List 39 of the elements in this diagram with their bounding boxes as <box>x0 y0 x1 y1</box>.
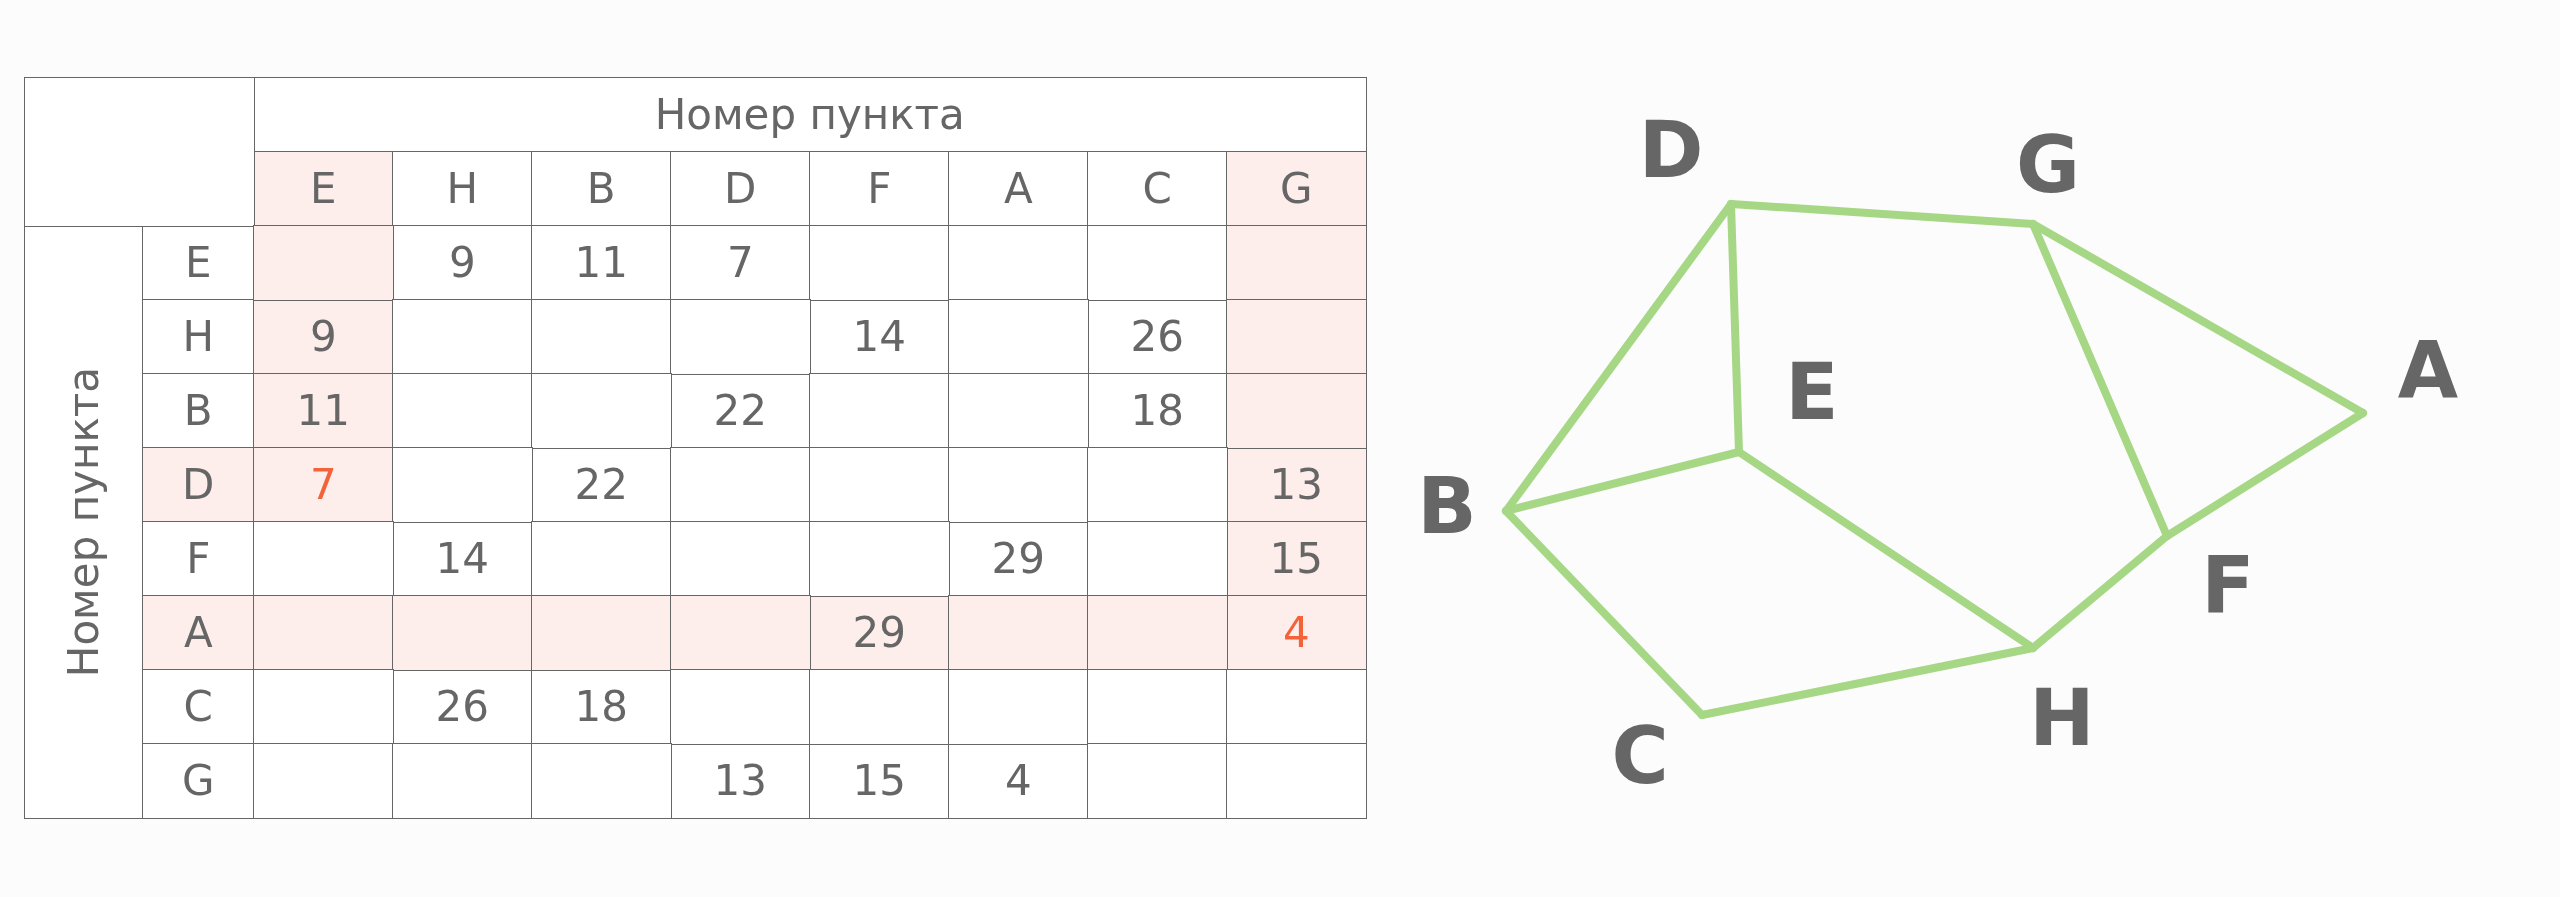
table-cell: 15 <box>1226 521 1367 597</box>
vertex-label: H <box>2029 679 2095 757</box>
table-cell: G <box>142 743 255 819</box>
table-cell: C <box>1087 151 1228 227</box>
table-cell: 9 <box>253 299 394 375</box>
table-cell: 29 <box>809 595 950 671</box>
table-cell: A <box>948 151 1089 227</box>
graph-edge <box>1502 507 1706 719</box>
table-cell: B <box>142 373 255 449</box>
table-cell: 15 <box>809 743 950 819</box>
table-cell: 7 <box>670 225 811 301</box>
table-cell: E <box>253 151 394 227</box>
table-cell: 11 <box>253 373 394 449</box>
table-cell: D <box>142 447 255 523</box>
vertex-label: A <box>2397 331 2459 409</box>
table-cell: F <box>809 151 950 227</box>
table-cell: 13 <box>1226 447 1367 523</box>
table-cell: F <box>142 521 255 597</box>
table-cell: D <box>670 151 811 227</box>
vertex-label: C <box>1611 717 1669 795</box>
vertex-label: F <box>2201 546 2255 624</box>
table-cell: B <box>531 151 672 227</box>
vertex-label: G <box>2016 126 2080 204</box>
table-cell: H <box>392 151 533 227</box>
table-cell: A <box>142 595 255 671</box>
table-cell: 4 <box>1226 595 1367 671</box>
table-cell: H <box>142 299 255 375</box>
table-cell: 7 <box>253 447 394 523</box>
table-cell: 4 <box>948 743 1089 819</box>
graph-edge <box>2029 532 2171 652</box>
vertex-label: B <box>1417 467 1477 545</box>
table-cell: Номер пункта <box>253 77 1367 153</box>
table-cell: 11 <box>531 225 672 301</box>
header-text: Номер пункта <box>59 366 109 677</box>
vertex-label: D <box>1638 111 1704 189</box>
graph-edge <box>1698 644 2037 719</box>
table-cell: G <box>1226 151 1367 227</box>
table-cell: C <box>142 669 255 745</box>
vertex-label: E <box>1785 353 1839 431</box>
